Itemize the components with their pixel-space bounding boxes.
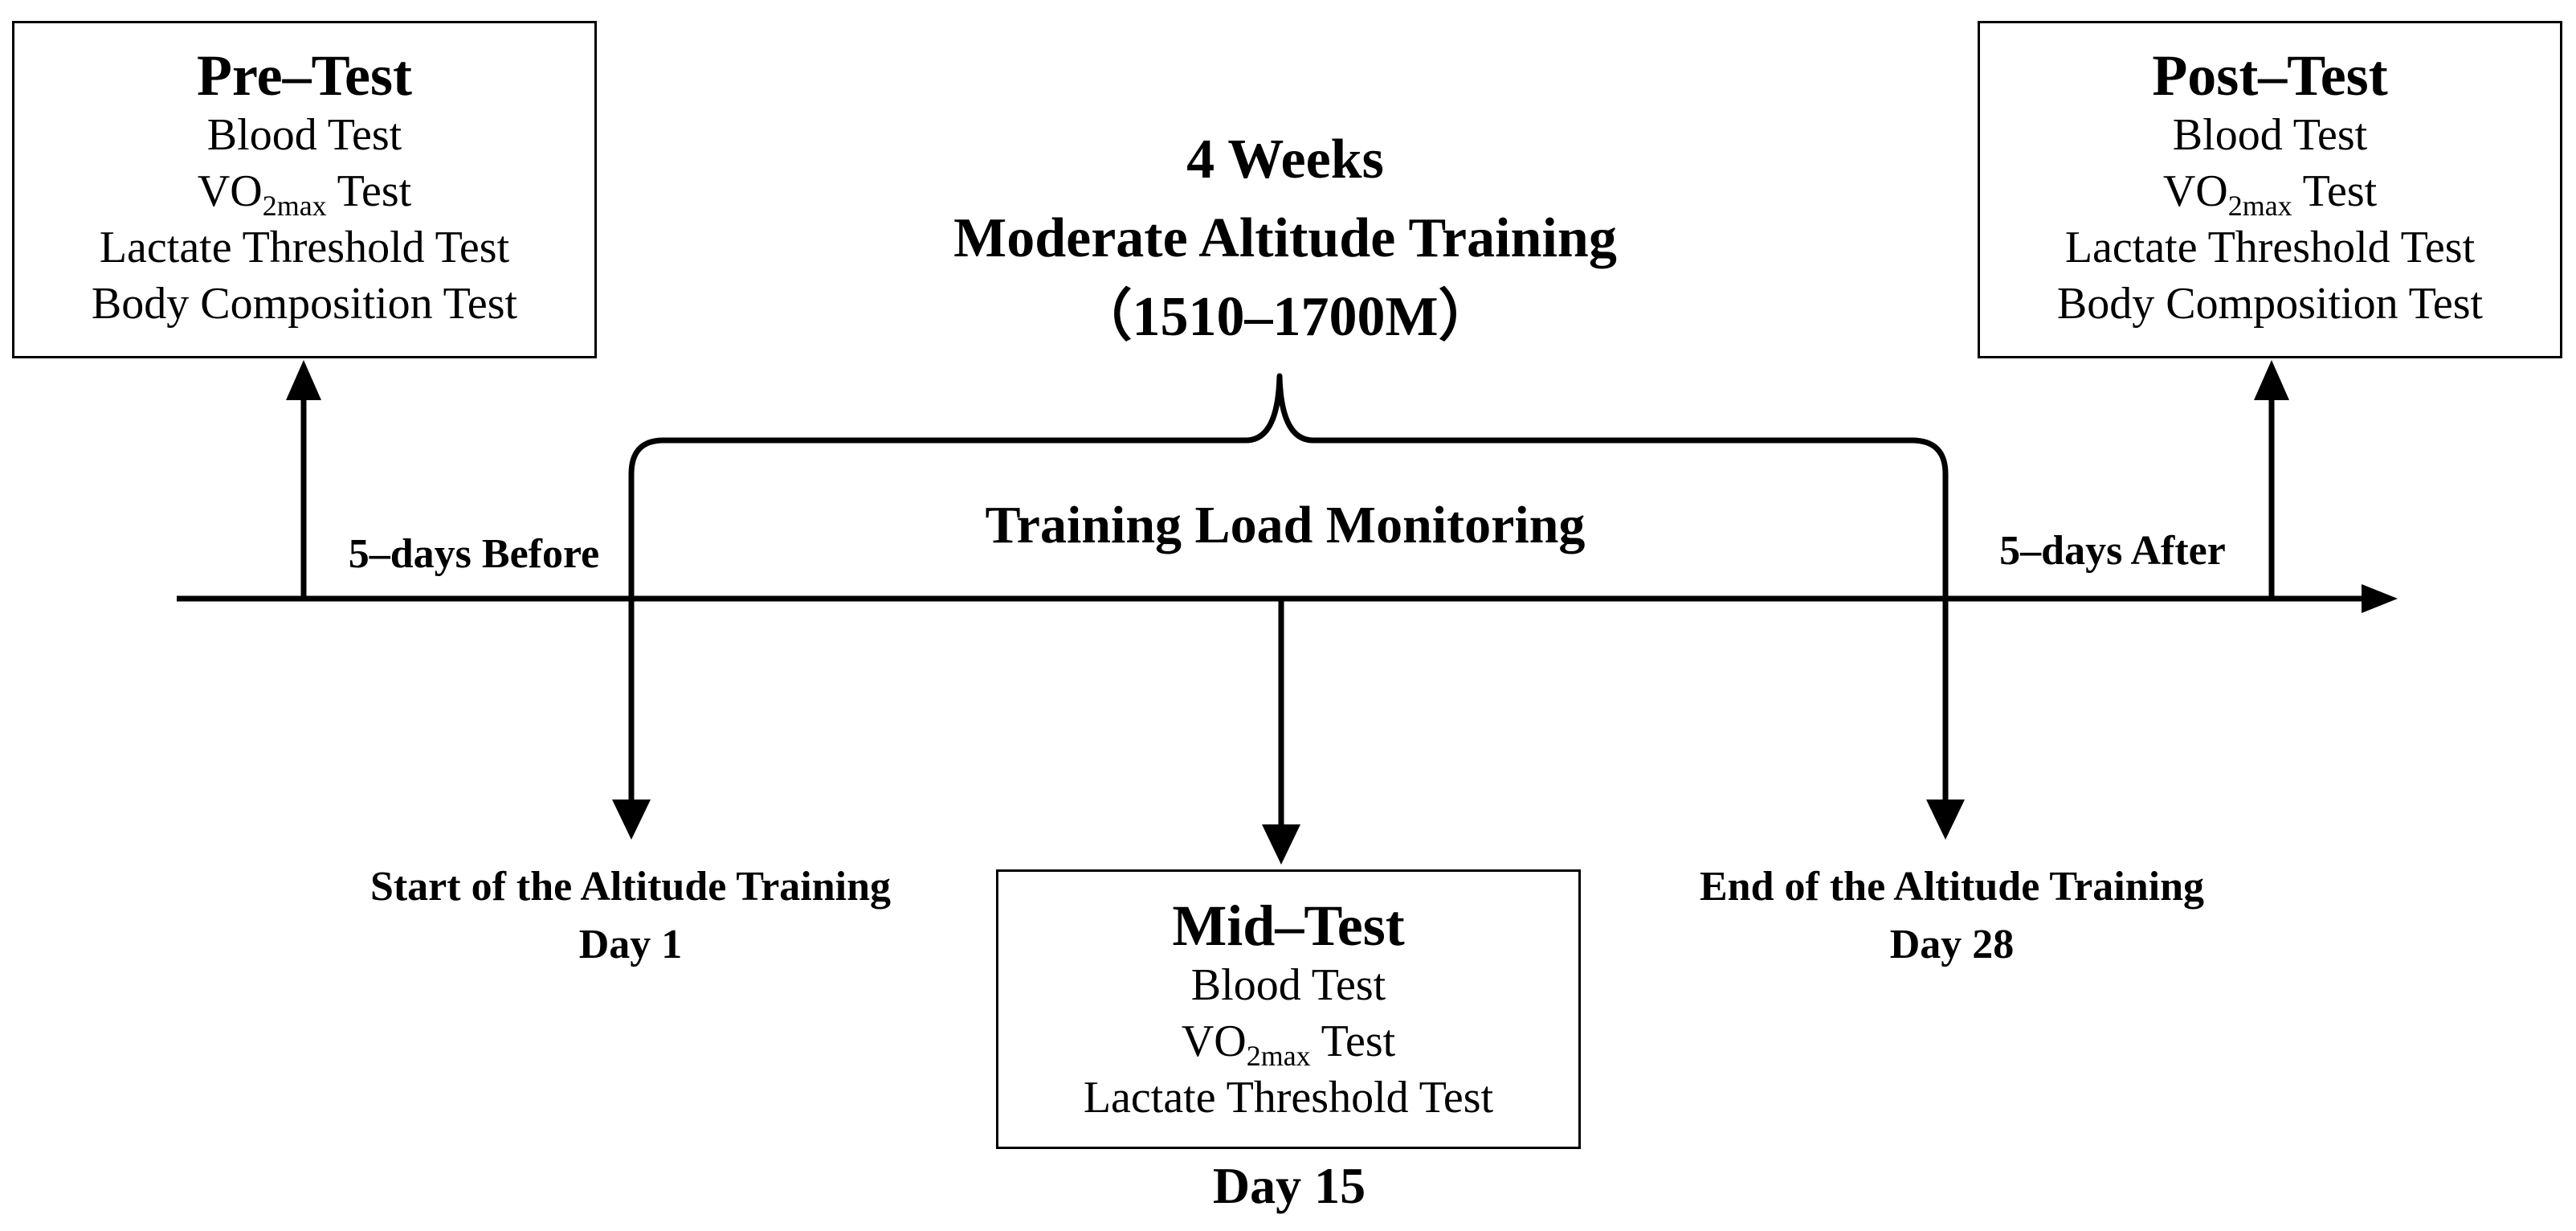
pre-test-blood-test: Blood Test [206, 110, 402, 160]
post-test-title: Post–Test [2152, 43, 2388, 108]
mid-test-arrowhead [1262, 824, 1300, 865]
pre-test-lactate-threshold-test: Lactate Threshold Test [99, 223, 510, 272]
pre-test-title: Pre–Test [197, 43, 412, 108]
pre-test-vo2max-test: VO2max Test [197, 166, 412, 222]
mid-test-vo2max-test: VO2max Test [1181, 1016, 1396, 1072]
start-arrowhead [612, 800, 651, 840]
post-test-arrowhead [2254, 360, 2289, 400]
timeline-arrowhead [2362, 584, 2398, 613]
post-test-lactate-threshold-test: Lactate Threshold Test [2064, 223, 2476, 272]
mid-test-box: Mid–Test Blood Test VO2max Test Lactate … [996, 869, 1581, 1149]
post-test-body-composition-test: Body Composition Test [2056, 279, 2484, 329]
training-duration: 4 Weeks [1186, 129, 1384, 190]
training-period-brace [628, 373, 1949, 804]
pre-test-body-composition-test: Body Composition Test [91, 279, 518, 329]
mid-day-label: Day 15 [1212, 1157, 1366, 1214]
end-day-label: Day 28 [1889, 922, 2015, 967]
training-type: Moderate Altitude Training [953, 207, 1617, 269]
start-of-training-label: Start of the Altitude Training Day 1 [297, 858, 964, 974]
start-day-label: Day 1 [578, 922, 683, 967]
post-test-box: Post–Test Blood Test VO2max Test Lactate… [1978, 21, 2562, 358]
five-days-after-label: 5–days After [1999, 528, 2226, 574]
mid-test-title: Mid–Test [1172, 894, 1405, 958]
mid-test-blood-test: Blood Test [1190, 960, 1386, 1010]
training-block-heading: 4 Weeks Moderate Altitude Training （1510… [803, 121, 1767, 357]
five-days-before-label: 5–days Before [348, 531, 600, 577]
pre-test-box: Pre–Test Blood Test VO2max Test Lactate … [12, 21, 597, 358]
start-of-training-text: Start of the Altitude Training [369, 864, 892, 910]
training-load-monitoring-label: Training Load Monitoring [985, 496, 1586, 554]
mid-test-lactate-threshold-test: Lactate Threshold Test [1083, 1073, 1494, 1123]
end-of-training-text: End of the Altitude Training [1700, 864, 2204, 910]
end-of-training-label: End of the Altitude Training Day 28 [1615, 858, 2289, 974]
post-test-vo2max-test: VO2max Test [2162, 166, 2378, 222]
training-altitude-range: （1510–1700M） [1076, 286, 1495, 348]
post-test-blood-test: Blood Test [2172, 110, 2368, 160]
pre-test-arrowhead [286, 360, 321, 400]
end-arrowhead [1926, 800, 1965, 840]
